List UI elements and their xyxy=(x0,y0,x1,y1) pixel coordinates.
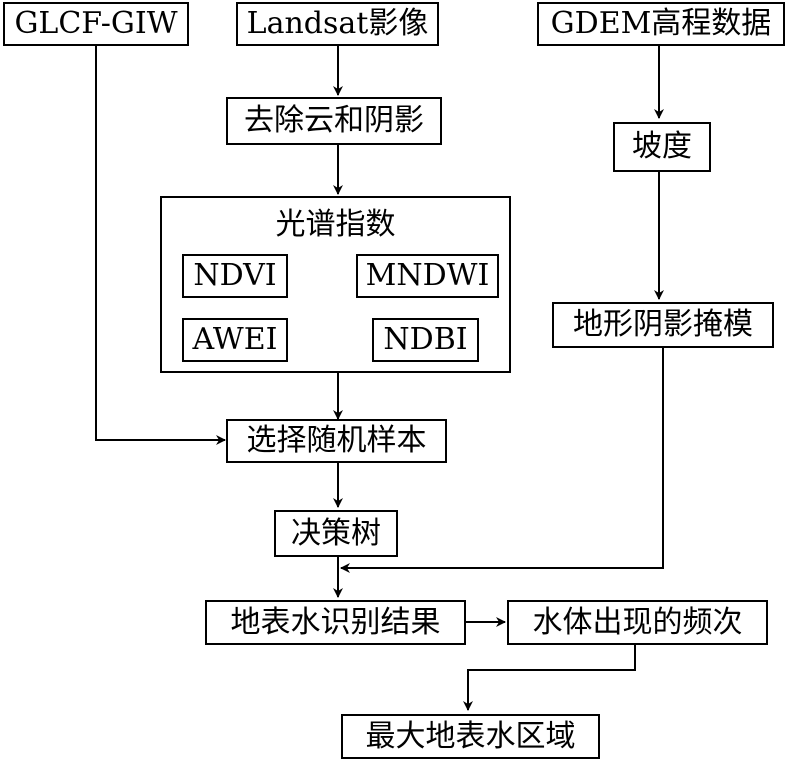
node-max-surface-water: 最大地表水区域 xyxy=(341,714,600,759)
spectral-indices-title: 光谱指数 xyxy=(275,207,396,242)
edge-freq-to-maxarea xyxy=(463,645,636,711)
node-ndvi: NDVI xyxy=(182,254,288,298)
node-terrain-shadow-mask: 地形阴影掩模 xyxy=(552,302,774,348)
node-landsat-image: Landsat影像 xyxy=(236,2,439,46)
node-glcf-giw: GLCF-GIW xyxy=(3,2,189,46)
node-gdem-elevation: GDEM高程数据 xyxy=(537,2,785,46)
node-remove-cloud-shadow: 去除云和阴影 xyxy=(226,97,442,145)
node-awei: AWEI xyxy=(182,318,288,362)
node-slope: 坡度 xyxy=(613,122,711,172)
node-surface-water-result: 地表水识别结果 xyxy=(205,600,466,645)
node-mndwi: MNDWI xyxy=(356,254,499,298)
node-decision-tree: 决策树 xyxy=(274,510,398,557)
node-water-frequency: 水体出现的频次 xyxy=(507,600,768,645)
node-ndbi: NDBI xyxy=(372,318,479,362)
node-random-sample-selection: 选择随机样本 xyxy=(226,419,447,463)
edge-glcf-to-sample xyxy=(95,46,226,445)
edge-terrain-to-result xyxy=(340,348,664,573)
group-spectral-indices: 光谱指数 NDVI MNDWI AWEI NDBI xyxy=(160,196,511,373)
